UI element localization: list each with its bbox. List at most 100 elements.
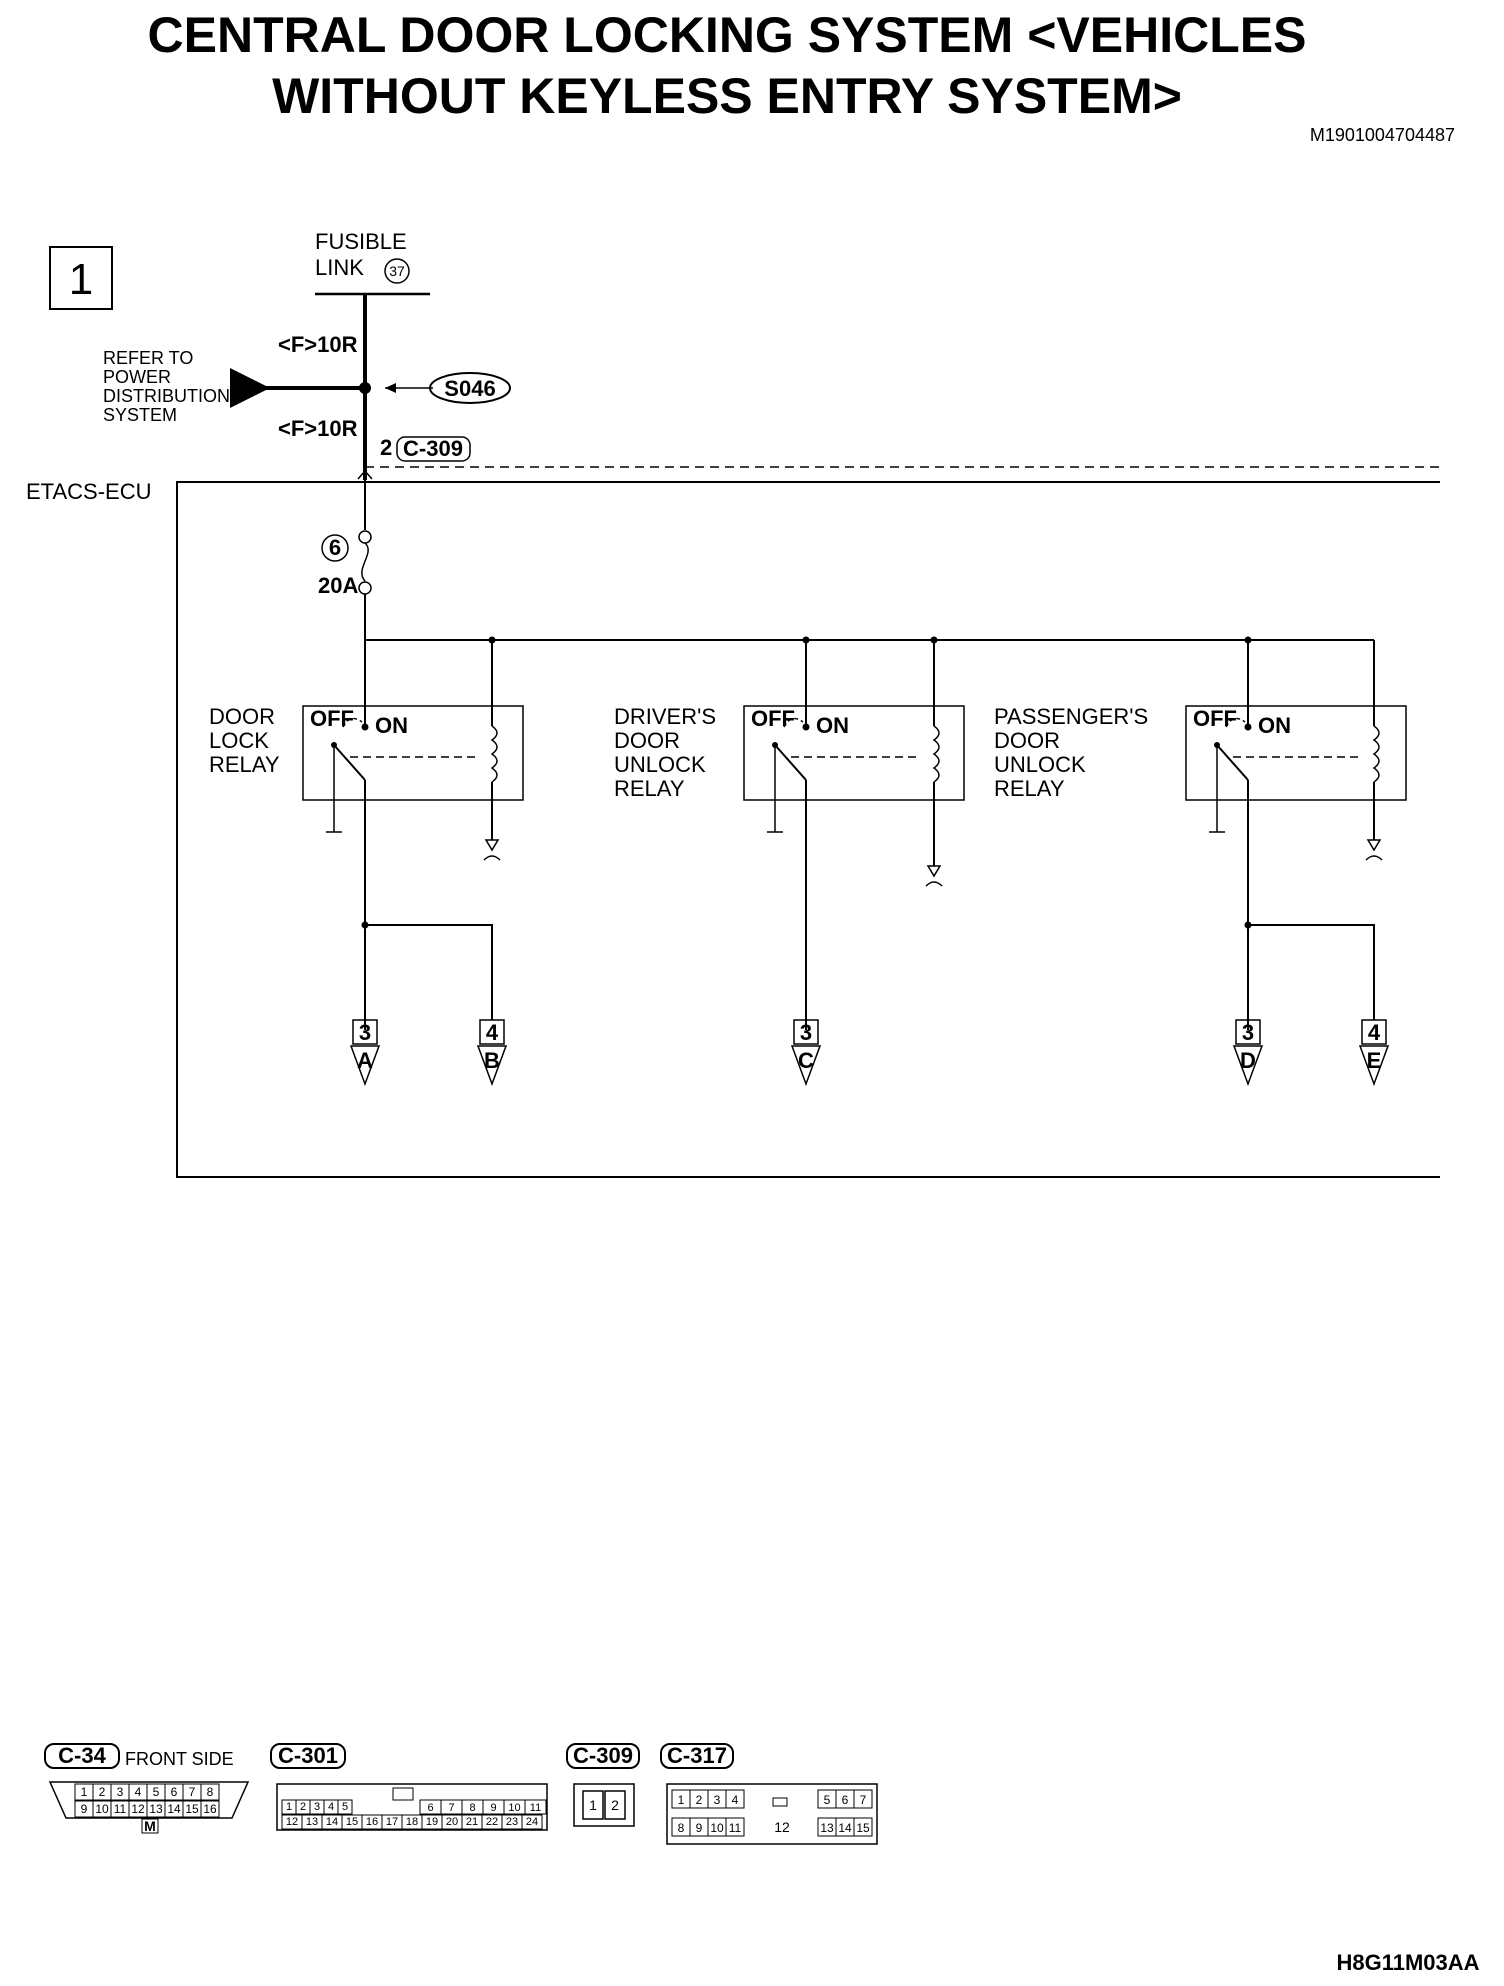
figure-id: H8G11M03AA [1336,1950,1479,1975]
c317-id-box [660,1743,734,1769]
c301-lock-tab [392,1787,414,1801]
page-number-box [49,246,113,310]
relay3-box [1185,705,1407,801]
fusible-link-label-1: FUSIBLE [315,229,407,254]
c301-pin-label: 21 [466,1816,478,1828]
c34-pin-label: 10 [95,1802,109,1816]
fuse-number: 6 [329,535,341,560]
c301-pin-label: 15 [346,1816,358,1828]
relay1-arc [342,717,363,728]
relay1-control-mark [483,855,501,861]
continuation-b-arrow [476,1045,508,1087]
c34-pin-label: 12 [131,1802,145,1816]
c301-pin-label: 11 [530,1802,541,1814]
c317-pin-label: 9 [696,1821,703,1835]
relay1-label-1: DOOR [209,704,275,729]
relay2-on-contact [802,723,810,731]
relay2-ecu-control-symbol [926,865,942,878]
relay3-off: OFF [1193,706,1237,731]
c317-pin-cell [853,1817,873,1837]
page-number: 1 [69,255,93,304]
c34-pin-label: 3 [117,1785,124,1799]
c317-pin-label: 8 [678,1821,685,1835]
splice-pointer-arrow [385,383,396,393]
c34-pin-label: 16 [203,1802,217,1816]
c301-pin-label: 13 [306,1816,318,1828]
connector-pin-number: 2 [380,435,392,460]
relay3-label-2: DOOR [994,728,1060,753]
fuse-terminal-bottom [358,581,372,595]
c317-pin-label: 3 [714,1793,721,1807]
continuation-b-page: 4 [486,1020,499,1045]
c317-pin-label: 14 [838,1821,852,1835]
c34-pin-label: 1 [81,1785,88,1799]
c317-pin-cell [725,1817,745,1837]
splice-id-oval [429,372,511,404]
relay3-label-4: RELAY [994,776,1065,801]
relay1-label-2: LOCK [209,728,269,753]
splice-id: S046 [444,376,495,401]
c317-pin-center: 12 [774,1819,790,1835]
relay2-on: ON [816,713,849,738]
ecu-label: ETACS-ECU [26,479,152,504]
c301-pin-label: 24 [526,1816,538,1828]
c301-pin-label: 7 [448,1802,454,1814]
c301-pin-label: 3 [314,1801,320,1813]
relay2-arc [783,717,804,728]
continuation-b-letter: B [484,1048,500,1073]
diagram-title-line1: CENTRAL DOOR LOCKING SYSTEM <VEHICLES [148,7,1307,63]
c317-pin-label: 4 [732,1793,739,1807]
c317-pin-label: 11 [729,1821,742,1835]
c34-pin-label: 8 [207,1785,214,1799]
continuation-d: 3 D [1232,1019,1264,1087]
fuse-terminal-top [358,530,372,544]
fusible-link-number-circle [384,258,410,284]
c301-pin-label: 23 [506,1816,518,1828]
fusible-link-number: 37 [389,263,405,279]
c301-pin-label: 8 [469,1802,475,1814]
relay2-label-3: UNLOCK [614,752,706,777]
relay3-control-mark [1365,855,1383,861]
c301-id: C-301 [278,1743,338,1768]
relay1-ecu-control-symbol [484,839,500,852]
c301-pin-label: 12 [286,1816,298,1828]
continuation-e-page-box [1361,1019,1387,1045]
c301-housing [276,1783,548,1831]
relay1-switch-arm [333,744,366,781]
c301-pin-label: 5 [342,1801,348,1813]
relay2-label-1: DRIVER'S [614,704,716,729]
relay3-switch-arm [1216,744,1249,781]
document-id: M1901004704487 [1310,125,1455,145]
c34-note: FRONT SIDE [125,1749,234,1769]
c34-id-box [44,1743,120,1769]
c301-pin-label: 14 [326,1816,338,1828]
c34-pin-label: 9 [81,1802,88,1816]
c317-pin-label: 10 [710,1821,724,1835]
wire-label-upper: <F>10R [278,332,358,357]
c309-pin1: 1 [589,1797,597,1813]
continuation-a-letter: A [357,1048,373,1073]
relay2-control-mark [925,881,943,887]
connector-entry-mark [357,469,373,480]
c301-pin-label: 18 [406,1816,418,1828]
relay1-coil [490,725,498,783]
refer-to-line-3: DISTRIBUTION [103,386,230,406]
c34-pin-label: 11 [114,1802,127,1816]
c34-housing [48,1781,250,1819]
continuation-d-letter: D [1240,1048,1256,1073]
continuation-e-page: 4 [1368,1020,1381,1045]
c309-id: C-309 [573,1743,633,1768]
c301-pin-label: 1 [286,1801,292,1813]
connector-id-box [396,436,471,462]
ecu-box [176,481,1440,1178]
fusible-link-label-2: LINK [315,255,364,280]
continuation-e-arrow [1358,1045,1390,1087]
relay1-on: ON [375,713,408,738]
c34-pin-label: 15 [185,1802,199,1816]
